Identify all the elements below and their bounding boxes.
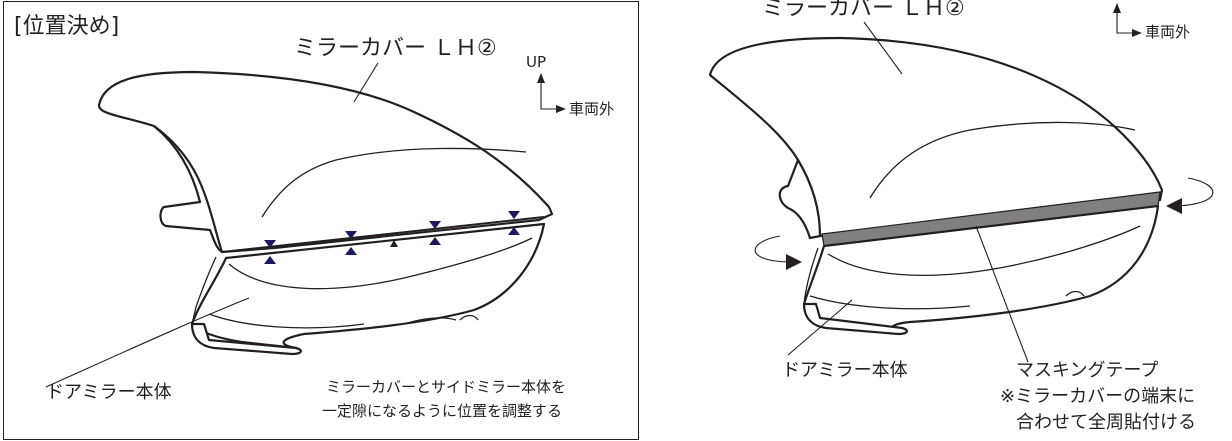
gap-marker bbox=[508, 211, 520, 235]
masking-panel: ミラーカバー ＬＨ② 車両外 ドアミラー本体 マスキングテープ ※ミラーカバーの… bbox=[680, 0, 1232, 441]
gap-marker bbox=[345, 231, 357, 255]
mirror-cover-shape bbox=[708, 36, 1164, 238]
direction-out-label: 車両外 bbox=[569, 100, 615, 118]
parting-line bbox=[221, 216, 545, 253]
tape-note-line-2: 合わせて全周貼付ける bbox=[1016, 412, 1196, 433]
note-line-2: 一定隙になるように位置を調整する bbox=[322, 402, 563, 420]
direction-up-label: UP bbox=[526, 53, 547, 71]
cover-label: ミラーカバー ＬＨ② bbox=[294, 36, 497, 61]
cover-label: ミラーカバー ＬＨ② bbox=[762, 0, 965, 21]
tape-note-line-1: ※ミラーカバーの端末に bbox=[1000, 386, 1196, 407]
mirror-body-label: ドアミラー本体 bbox=[46, 382, 172, 403]
note-line-1: ミラーカバーとサイドミラー本体を bbox=[326, 378, 567, 396]
gap-marker-small bbox=[390, 240, 398, 247]
gap-marker bbox=[429, 221, 441, 245]
direction-out-label: 車両外 bbox=[1145, 23, 1191, 41]
positioning-panel: [位置決め] ミラーカバー ＬＨ② UP 車両外 ドアミラー本体 ミラーカバーと… bbox=[3, 1, 639, 440]
mirror-body-label: ドアミラー本体 bbox=[782, 360, 908, 381]
section-title: [位置決め] bbox=[14, 14, 120, 39]
mirror-positioning-illustration bbox=[45, 62, 566, 388]
gap-marker bbox=[264, 240, 276, 264]
masking-tape-label: マスキングテープ bbox=[1016, 360, 1159, 381]
gap-marker-group bbox=[264, 211, 520, 264]
mirror-mount-tab bbox=[153, 125, 223, 253]
mirror-masking-illustration bbox=[708, 3, 1214, 363]
